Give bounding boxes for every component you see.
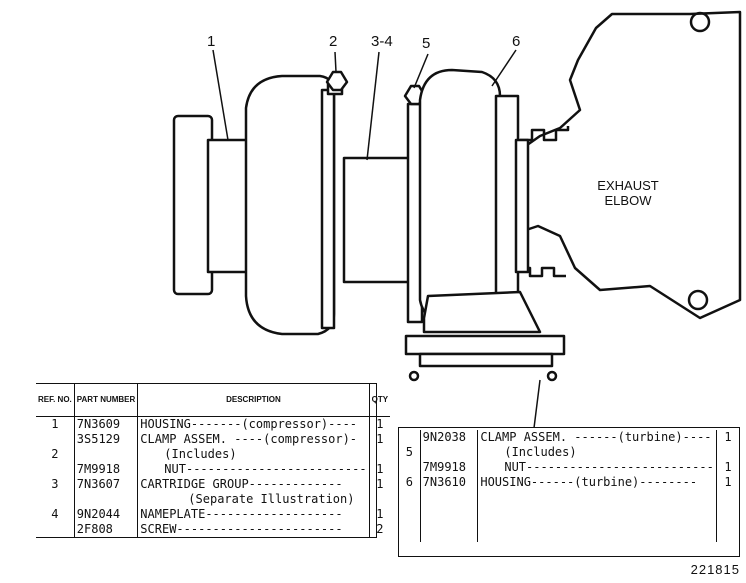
table-row: 9N2038 CLAMP ASSEM. ------(turbine)---- …: [399, 430, 739, 445]
ref-no: 2: [36, 446, 75, 462]
drawing-number: 221815: [690, 562, 740, 577]
description: SCREW-----------------------: [137, 521, 370, 537]
description: NAMEPLATE-------------------: [137, 506, 370, 522]
parts-table-right: 9N2038 CLAMP ASSEM. ------(turbine)---- …: [398, 427, 740, 557]
qty: 1: [724, 460, 732, 474]
table-row: (Separate Illustration): [36, 491, 390, 507]
part-number: 9N2044: [74, 506, 139, 522]
parts-table-left: REF. NO. PART NUMBER DESCRIPTION QTY 1 7…: [36, 383, 391, 538]
description: (Includes): [477, 445, 717, 460]
table-row: 2 (Includes): [36, 446, 390, 462]
part-number: 7N3607: [74, 476, 139, 492]
header-qty: QTY: [369, 384, 391, 417]
header-ref-no: REF. NO.: [36, 384, 75, 417]
description: HOUSING------(turbine)--------: [477, 475, 717, 490]
callout-2: 2: [329, 33, 338, 50]
ref-no: 3: [36, 476, 75, 492]
compressor-inlet: [172, 114, 214, 296]
description: CLAMP ASSEM. ------(turbine)----: [477, 430, 717, 445]
table-row: 1 7N3609 HOUSING-------(compressor)---- …: [36, 416, 390, 432]
table-row: 6 7N3610 HOUSING------(turbine)-------- …: [399, 475, 739, 490]
callout-1: 1: [207, 33, 216, 50]
table-header-row: REF. NO. PART NUMBER DESCRIPTION QTY: [36, 384, 391, 417]
ref-no: [399, 430, 421, 445]
mounting-flange: [404, 334, 566, 356]
table-row: 5 (Includes): [399, 445, 739, 460]
ref-no: 4: [36, 506, 75, 522]
part-number: 9N2038: [420, 430, 479, 445]
table-row: 7M9918 NUT-------------------------- 1: [399, 460, 739, 475]
part-number: 7M9918: [74, 461, 139, 477]
center-housing: [342, 156, 416, 284]
qty: 1: [724, 430, 732, 444]
table-row-empty: [399, 490, 739, 542]
description: CARTRIDGE GROUP-------------: [137, 476, 370, 492]
callout-5: 5: [422, 35, 431, 52]
ref-no: [36, 431, 75, 447]
part-number: 7N3610: [420, 475, 479, 490]
header-description: DESCRIPTION: [137, 384, 370, 417]
ref-no: 1: [36, 416, 75, 432]
part-number: 3S5129: [74, 431, 139, 447]
description: NUT--------------------------: [477, 460, 717, 475]
exhaust-elbow-label: EXHAUST ELBOW: [592, 178, 664, 208]
exhaust-label-line-1: EXHAUST: [597, 178, 659, 193]
part-number: 7N3609: [74, 416, 139, 432]
part-number: 2F808: [74, 521, 139, 537]
description: HOUSING-------(compressor)----: [137, 416, 370, 432]
qty: 2: [376, 521, 384, 536]
part-number: 7M9918: [420, 460, 479, 475]
table-row: 3S5129 CLAMP ASSEM. ----(compressor)- 1: [36, 431, 390, 447]
table-row: 4 9N2044 NAMEPLATE------------------- 1: [36, 506, 390, 522]
ref-no: [399, 460, 421, 475]
compressor-clamp: [320, 88, 336, 330]
description: CLAMP ASSEM. ----(compressor)-: [137, 431, 370, 447]
qty: 1: [376, 416, 384, 431]
description: (Separate Illustration): [137, 491, 370, 507]
qty: [369, 447, 390, 462]
ref-no: 6: [399, 475, 421, 490]
ref-no: [36, 521, 75, 537]
header-part-number: PART NUMBER: [74, 384, 139, 417]
description: (Includes): [137, 446, 370, 462]
description: NUT-------------------------: [137, 461, 370, 477]
exhaust-elbow: [518, 10, 742, 320]
qty: 1: [724, 475, 732, 489]
table-row: 2F808 SCREW----------------------- 2: [36, 521, 390, 537]
exhaust-label-line-2: ELBOW: [604, 193, 652, 208]
qty: [369, 492, 390, 507]
qty: 1: [376, 506, 384, 521]
table-row: 3 7N3607 CARTRIDGE GROUP------------- 1: [36, 476, 390, 492]
part-number: [420, 445, 479, 460]
qty: 1: [376, 461, 384, 476]
callout-6: 6: [512, 33, 521, 50]
callout-3-4: 3-4: [371, 33, 393, 50]
elbow-bolt-hole-top: [689, 11, 711, 33]
ref-no: [36, 491, 75, 507]
ref-no: [36, 461, 75, 477]
qty: 1: [376, 431, 384, 446]
turbine-housing: [418, 68, 502, 328]
qty: 1: [376, 476, 384, 491]
part-number: [74, 446, 139, 462]
ref-no: 5: [399, 445, 421, 460]
table-row: 7M9918 NUT------------------------- 1: [36, 461, 390, 477]
part-number: [74, 491, 139, 507]
elbow-bolt-hole-bottom: [687, 289, 709, 311]
qty: [716, 445, 739, 460]
